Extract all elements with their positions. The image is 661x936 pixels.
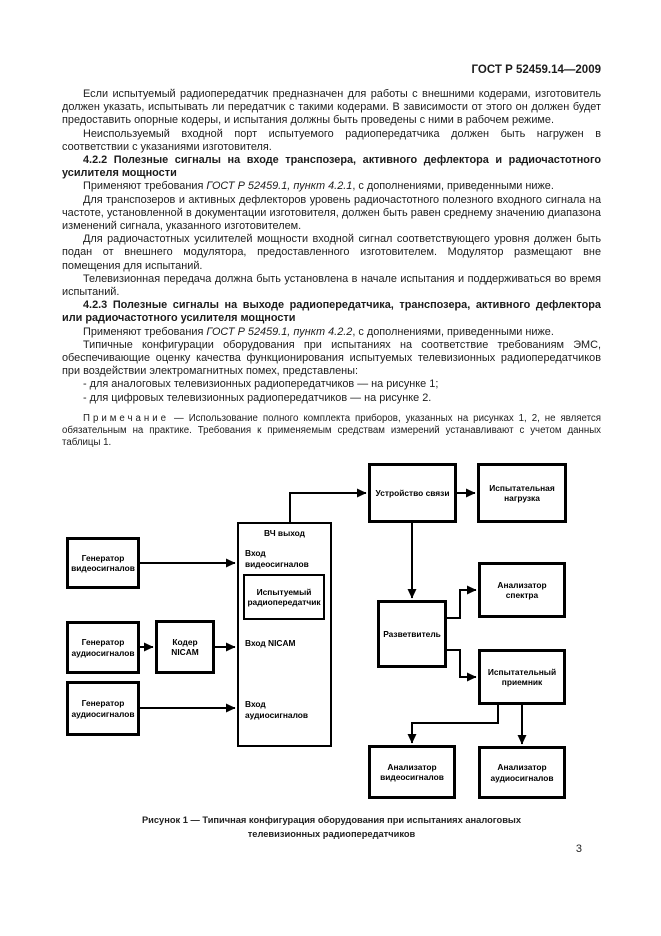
list-item: - для аналоговых телевизионных радиопере…	[83, 378, 439, 391]
box-label: Анализатор аудиосигналов	[490, 762, 554, 783]
body-text: Если испытуемый радиопередатчик предназн…	[62, 88, 601, 449]
page-number: 3	[575, 843, 582, 855]
label-audio-input: Вход аудиосигналов	[245, 699, 309, 720]
paragraph: Если испытуемый радиопередатчик предназн…	[62, 88, 601, 127]
figure-caption-line1: Рисунок 1 — Типичная конфигурация оборуд…	[141, 815, 522, 825]
box-label: Испытуемый радиопередатчик	[247, 586, 321, 607]
list-item: - для цифровых телевизионных радиопереда…	[83, 391, 432, 404]
box-splitter: Разветвитель	[377, 600, 447, 668]
heading-4-2-2: 4.2.2 Полезные сигналы на входе транспоз…	[62, 154, 601, 180]
box-test-load: Испытательная нагрузка	[477, 463, 567, 523]
paragraph: Телевизионная передача должна быть устан…	[62, 272, 601, 299]
paragraph: Для радиочастотных усилителей мощности в…	[62, 233, 601, 272]
box-label: Анализатор спектра	[497, 579, 547, 600]
paragraph: Для транспозеров и активных дефлекторов …	[62, 193, 601, 233]
label-rf-output: ВЧ выход	[263, 528, 305, 538]
text-run: , с дополнениями, приведенными ниже.	[352, 325, 554, 338]
figure-caption: Рисунок 1 — Типичная конфигурация оборуд…	[62, 813, 601, 841]
note-label: Примечание	[83, 412, 170, 424]
text-run: Применяют требования	[83, 180, 207, 193]
figure-caption-line2: телевизионных радиопередатчиков	[247, 829, 416, 839]
paragraph: Применяют требования ГОСТ Р 52459.1, пун…	[62, 326, 601, 339]
box-device-under-test: Испытуемый радиопередатчик	[243, 574, 325, 620]
box-audio-generator-1: Генератор аудиосигналов	[66, 621, 140, 674]
box-label: Генератор аудиосигналов	[71, 637, 135, 658]
label-nicam-input: Вход NICAM	[245, 638, 296, 648]
box-label: Кодер NICAM	[171, 636, 199, 657]
box-label: Испытательный приемник	[487, 666, 557, 687]
reference-italic: ГОСТ Р 52459.1, пункт 4.2.1	[206, 180, 353, 193]
label-video-input: Вход видеосигналов	[245, 548, 309, 569]
box-label: Испытательная нагрузка	[489, 482, 555, 503]
box-coupling-device: Устройство связи	[368, 463, 457, 523]
box-spectrum-analyzer: Анализатор спектра	[478, 562, 566, 618]
box-label: Устройство связи	[375, 487, 450, 498]
text-run: , с дополнениями, приведенными ниже.	[352, 180, 554, 193]
paragraph: Применяют требования ГОСТ Р 52459.1, пун…	[62, 180, 601, 193]
reference-italic: ГОСТ Р 52459.1, пункт 4.2.2	[206, 325, 353, 338]
box-audio-analyzer: Анализатор аудиосигналов	[478, 746, 566, 799]
heading-4-2-3: 4.2.3 Полезные сигналы на выходе радиопе…	[62, 299, 601, 325]
paragraph: Неиспользуемый входной порт испытуемого …	[62, 127, 601, 153]
note: Примечание — Использование полного компл…	[62, 413, 601, 449]
box-label: Анализатор видеосигналов	[380, 761, 444, 782]
box-transmitter-unit	[237, 522, 332, 747]
box-label: Генератор аудиосигналов	[71, 698, 135, 719]
paragraph: Типичные конфигурации оборудования при и…	[62, 338, 601, 378]
note-text: — Использование полного комплекта прибор…	[62, 412, 601, 448]
box-video-analyzer: Анализатор видеосигналов	[368, 745, 456, 799]
box-test-receiver: Испытательный приемник	[478, 649, 566, 705]
box-video-generator: Генератор видеосигналов	[66, 537, 140, 589]
box-nicam-coder: Кодер NICAM	[155, 620, 215, 674]
text-run: Применяют требования	[83, 325, 207, 338]
box-label: Генератор видеосигналов	[71, 552, 135, 573]
box-audio-generator-2: Генератор аудиосигналов	[66, 681, 140, 736]
standard-number: ГОСТ Р 52459.14—2009	[471, 64, 601, 76]
box-label: Разветвитель	[383, 628, 441, 639]
